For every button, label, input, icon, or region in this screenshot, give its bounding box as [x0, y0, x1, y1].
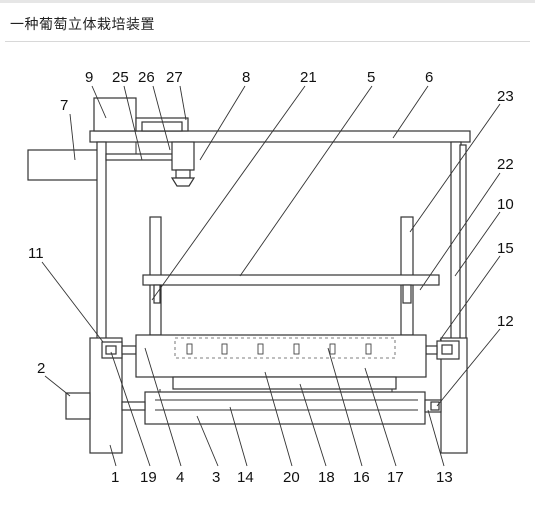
label-6: 6: [425, 69, 433, 86]
label-2: 2: [37, 360, 45, 377]
label-10: 10: [497, 196, 514, 213]
left-motor: [27, 149, 101, 181]
nozzle-neck: [175, 169, 191, 179]
motor-bracket-inner: [141, 121, 183, 132]
top-border: [0, 0, 535, 3]
label-14: 14: [237, 469, 254, 486]
cultivation-tank: [135, 334, 427, 378]
shelf-support-left: [153, 284, 161, 304]
label-23: 23: [497, 88, 514, 105]
label-17: 17: [387, 469, 404, 486]
page-title: 一种葡萄立体栽培装置: [10, 17, 155, 33]
label-9: 9: [85, 69, 93, 86]
label-16: 16: [353, 469, 370, 486]
left-post: [96, 141, 107, 341]
right-bearing-inner: [441, 344, 453, 355]
tank-base-plate: [172, 376, 397, 390]
top-beam: [89, 130, 471, 143]
label-13: 13: [436, 469, 453, 486]
shelf-support-right: [402, 284, 412, 304]
planting-holes: [186, 343, 372, 355]
label-12: 12: [497, 313, 514, 330]
label-25: 25: [112, 69, 129, 86]
label-19: 19: [140, 469, 157, 486]
right-shaft: [425, 345, 438, 355]
label-22: 22: [497, 156, 514, 173]
tank-inner-dashed: [174, 337, 396, 359]
label-3: 3: [212, 469, 220, 486]
label-1: 1: [111, 469, 119, 486]
left-drive-motor: [65, 392, 91, 420]
label-26: 26: [138, 69, 155, 86]
label-7: 7: [60, 97, 68, 114]
leader-lines: [41, 85, 501, 467]
lower-roller: [144, 391, 426, 425]
label-27: 27: [166, 69, 183, 86]
label-20: 20: [283, 469, 300, 486]
lower-left-shaft: [121, 401, 146, 411]
shelf-board: [142, 274, 440, 286]
label-21: 21: [300, 69, 317, 86]
label-11: 11: [28, 245, 44, 262]
left-shaft: [121, 345, 137, 355]
upper-block: [93, 97, 137, 132]
label-4: 4: [176, 469, 184, 486]
label-15: 15: [497, 240, 514, 257]
label-5: 5: [367, 69, 375, 86]
title-divider: [5, 41, 530, 42]
spray-nozzle: [170, 177, 196, 187]
label-8: 8: [242, 69, 250, 86]
left-bearing-inner: [105, 345, 117, 355]
label-18: 18: [318, 469, 335, 486]
lower-right-coupling-inner: [430, 401, 440, 411]
nozzle-housing: [171, 141, 195, 171]
